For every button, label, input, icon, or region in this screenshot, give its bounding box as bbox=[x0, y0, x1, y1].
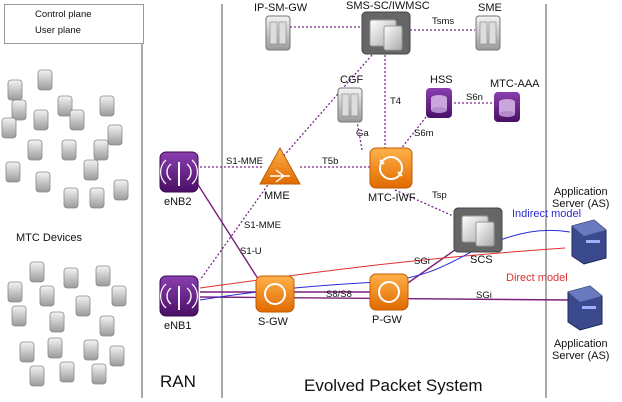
scs-label: SCS bbox=[470, 254, 493, 266]
s1-mme-bottom-label: S1-MME bbox=[244, 220, 281, 231]
mtc-iwf-icon bbox=[369, 147, 413, 189]
mme-icon bbox=[259, 146, 301, 185]
hss-database-icon bbox=[426, 88, 452, 118]
cgf-label: CGF bbox=[340, 74, 364, 86]
enb1-antenna-icon bbox=[159, 275, 199, 317]
mtc-devices-label: MTC Devices bbox=[16, 232, 83, 244]
s6m-label: S6m bbox=[414, 128, 434, 139]
ran-section-label: RAN bbox=[160, 372, 196, 391]
legend-user-label: User plane bbox=[35, 25, 81, 36]
mtc-aaa-database-icon bbox=[494, 92, 520, 122]
legend-control-label: Control plane bbox=[35, 9, 92, 20]
legend-box: Control plane User plane bbox=[4, 4, 144, 44]
sgw-label: S-GW bbox=[258, 316, 288, 328]
pgw-icon bbox=[369, 273, 409, 311]
mtc-aaa-label: MTC-AAA bbox=[490, 78, 540, 90]
sms-sc-label: SMS-SC/IWMSC bbox=[346, 0, 430, 12]
pgw-label: P-GW bbox=[372, 314, 402, 326]
t4-label: T4 bbox=[390, 96, 402, 107]
s8-label: S8/S8 bbox=[326, 289, 352, 300]
enb2-label: eNB2 bbox=[164, 196, 192, 208]
enb1-label: eNB1 bbox=[164, 320, 192, 332]
sme-icon bbox=[475, 15, 501, 51]
hss-label: HSS bbox=[430, 74, 453, 86]
enb2-antenna-icon bbox=[159, 151, 199, 193]
cgf-icon bbox=[337, 87, 363, 123]
ip-sm-gw-label: IP-SM-GW bbox=[254, 2, 308, 14]
application-server-bottom-icon bbox=[567, 285, 603, 331]
direct-model-label: Direct model bbox=[506, 272, 568, 284]
application-server-top-label: Application Server (AS) bbox=[552, 186, 610, 210]
sms-sc-icon bbox=[361, 11, 411, 55]
application-server-top-icon bbox=[571, 219, 607, 265]
direct-model-path bbox=[199, 247, 566, 289]
sgi-upper-label: SGi bbox=[414, 256, 430, 267]
eps-section-label: Evolved Packet System bbox=[304, 376, 483, 395]
mtc-iwf-label: MTC-IWF bbox=[368, 192, 416, 204]
indirect-model-label: Indirect model bbox=[512, 208, 582, 220]
control-plane-links bbox=[199, 26, 495, 281]
sgi-lower-label: SGi bbox=[476, 290, 492, 301]
application-server-bottom-label: Application Server (AS) bbox=[552, 338, 610, 362]
t5b-label: T5b bbox=[322, 156, 339, 167]
tsp-label: Tsp bbox=[432, 190, 447, 201]
sgw-icon bbox=[255, 275, 295, 313]
ip-sm-gw-icon bbox=[265, 15, 291, 51]
s6n-label: S6n bbox=[466, 92, 483, 103]
ga-label: Ga bbox=[356, 128, 369, 139]
sme-label: SME bbox=[478, 2, 502, 14]
mtc-device-icons bbox=[1, 69, 129, 387]
mme-label: MME bbox=[264, 190, 290, 202]
s1-u-label: S1-U bbox=[240, 246, 262, 257]
scs-icon bbox=[453, 207, 503, 253]
s1-mme-top-label: S1-MME bbox=[226, 156, 263, 167]
tsms-label: Tsms bbox=[432, 16, 455, 27]
